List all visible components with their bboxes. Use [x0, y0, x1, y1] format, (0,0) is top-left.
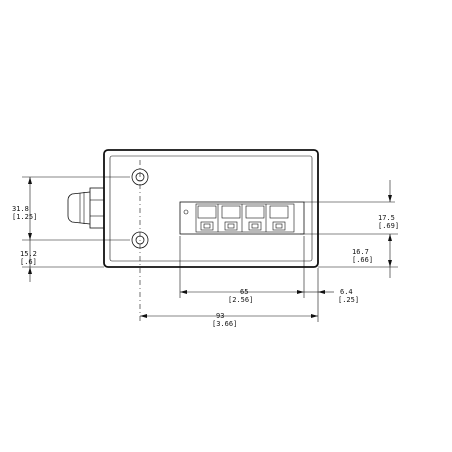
dim-right-margin-inch: [.25] [338, 296, 359, 304]
dimension-right-margin: 6.4 [.25] [304, 268, 359, 322]
dim-terminal-top-mm: 17.5 [378, 214, 395, 222]
terminal-4 [269, 205, 289, 231]
dim-overall-width-mm: 93 [216, 312, 224, 320]
terminal-block [179, 201, 305, 235]
dim-right-margin-mm: 6.4 [340, 288, 353, 296]
dim-height-between-holes-inch: [1.25] [12, 213, 37, 221]
dim-height-between-holes-mm: 31.8 [12, 205, 29, 213]
dim-terminal-width-inch: [2.56] [228, 296, 253, 304]
enclosure-inner-outline [109, 155, 313, 262]
terminal-1 [197, 205, 217, 231]
dim-overall-width-inch: [3.66] [212, 320, 237, 328]
terminal-3 [245, 205, 265, 231]
dimension-height-between-holes: 31.8 [1.25] [12, 176, 130, 241]
dimension-terminal-top: 17.5 [.69] [300, 180, 399, 241]
dimension-terminal-width: 65 [2.56] [179, 236, 305, 304]
enclosure-outer-outline [103, 149, 319, 268]
dim-terminal-width-mm: 65 [240, 288, 248, 296]
dim-hole-offset-bottom-mm: 15.2 [20, 250, 37, 258]
dim-terminal-top-inch: [.69] [378, 222, 399, 230]
cable-gland [67, 187, 105, 229]
dim-hole-offset-bottom-inch: [.6] [20, 258, 37, 266]
dimension-hole-offset-bottom: 15.2 [.6] [20, 240, 104, 282]
enclosure [103, 149, 319, 268]
dim-terminal-bottom-mm: 16.7 [352, 248, 369, 256]
dimension-overall-width: 93 [3.66] [140, 312, 318, 328]
dim-terminal-bottom-inch: [.66] [352, 256, 373, 264]
terminal-2 [221, 205, 241, 231]
dimension-terminal-bottom: 16.7 [.66] [318, 234, 398, 278]
